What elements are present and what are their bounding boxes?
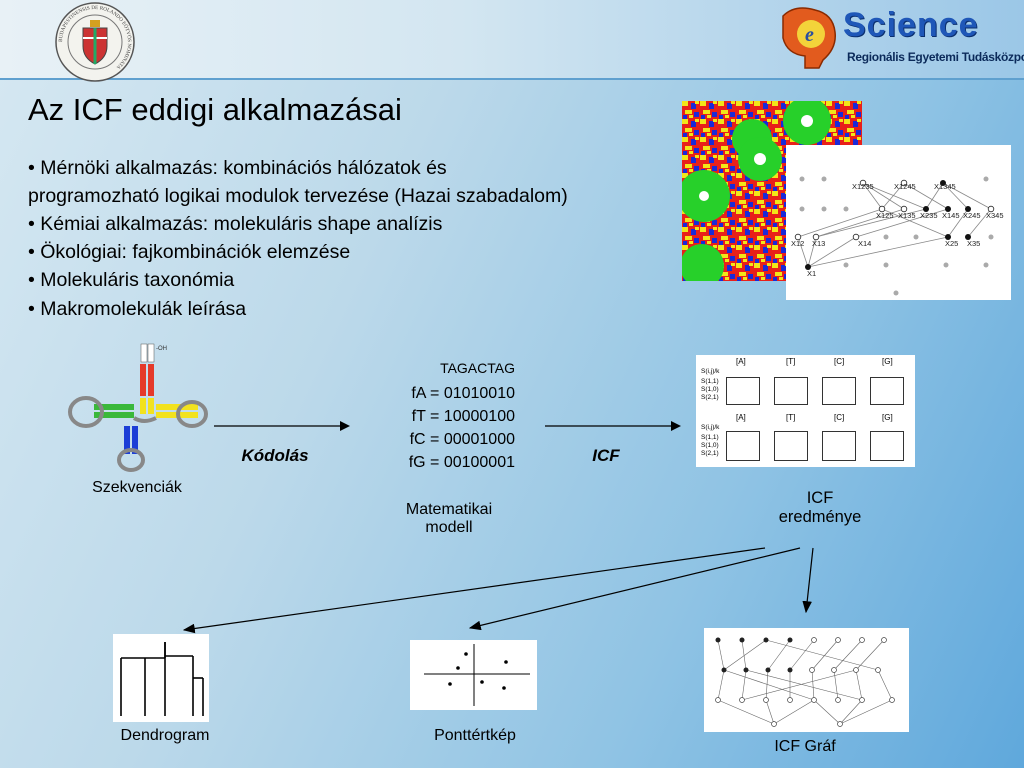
lattice-node-label: X13 [812,239,825,248]
arrow-to-scatter [468,547,801,631]
matrix-header: [A] [736,413,746,422]
sequences-label: Szekvenciák [92,479,182,496]
output-arrows [182,547,814,634]
icf-arrow-label: ICF [592,446,620,465]
matrix-cell [726,431,760,461]
matrix-header: [C] [834,413,845,422]
matrix-header: [G] [882,413,893,422]
bullet-line: • Mérnöki alkalmazás: kombinációs hálóza… [28,157,447,179]
code-line: fT = 10000100 [411,408,515,425]
code-line: fA = 01010010 [411,385,515,402]
matrix-cell [774,377,808,405]
scatter-plot-image [410,640,537,710]
matrix-cell [822,377,856,405]
slide-title: Az ICF eddigi alkalmazásai [28,92,402,127]
university-seal-icon: BUDAPESTINENSIS DE ROLANDO EÖTVÖS NOMINA… [55,2,135,82]
logo-prefix: e [805,24,814,46]
math-model-label: Matematikai modell [380,501,518,537]
encoding-label: Kódolás [241,446,309,465]
code-line: fG = 00100001 [408,454,515,471]
matrix-row-label: S(1,1) [701,434,719,441]
matrix-cell [726,377,760,405]
lattice-diagram: X1235 X1245 X1345 X125 X135 X235 X145 X2… [786,145,1011,300]
logo-word: Science [843,6,979,44]
dendrogram-image [113,634,209,722]
matrix-row-label: S(2,1) [701,394,719,401]
matrix-block-bottom: [A] [T] [C] [G] S(i,j)/k S(1,1) S(1,0) S… [696,411,915,467]
matrix-block-top: [A] [T] [C] [G] S(i,j)/k S(1,1) S(1,0) S… [696,355,915,411]
icf-result-line: ICF [806,489,834,507]
matrix-header: [T] [786,413,796,422]
lattice-node-label: X14 [858,239,871,248]
matrix-row-label: S(1,1) [701,378,719,385]
matrix-header: [C] [834,357,845,366]
lattice-node-label: X1 [807,269,816,278]
lattice-node-label: X235 [920,211,938,220]
bullet-list: • Mérnöki alkalmazás: kombinációs hálóza… [28,154,678,323]
lattice-node-label: X125 [876,211,894,220]
matrix-cell [870,431,904,461]
matrix-cell [822,431,856,461]
bullet-line: • Kémiai alkalmazás: molekuláris shape a… [28,213,443,235]
lattice-node-label: X1345 [934,182,956,191]
matrix-header: [A] [736,357,746,366]
bullet-line: • Makromolekulák leírása [28,298,247,320]
dendrogram-label: Dendrogram [120,727,210,744]
matrix-row-label: S(1,0) [701,442,719,449]
icf-result-matrix: [A] [T] [C] [G] S(i,j)/k S(1,1) S(1,0) S… [696,355,915,467]
matrix-row-label: S(1,0) [701,386,719,393]
lattice-node-label: X1235 [852,182,874,191]
lattice-node-label: X145 [942,211,960,220]
arrow-right-icon [214,421,350,431]
logo-head-icon: e [782,7,836,69]
matrix-cell [774,431,808,461]
logo-subtitle: Regionális Egyetemi Tudásközpont [847,50,1024,64]
bullet-line: • Ökológiai: fajkombinációk elemzése [28,241,351,263]
trna-oh-label: -OH [156,346,167,352]
scatter-label: Ponttértkép [434,727,516,744]
bullet-line: • Molekuláris taxonómia [28,269,235,291]
matrix-header: [G] [882,357,893,366]
icf-graph-label: ICF Gráf [774,738,836,755]
trna-structure-icon: -OH [68,343,208,472]
code-block: fA = 01010010 fT = 10000100 fC = 0000100… [370,382,515,474]
arrow-to-dendrogram [182,547,766,634]
math-model-line: modell [425,519,473,536]
lattice-node-label: X245 [963,211,981,220]
lattice-node-label: X35 [967,239,980,248]
bullet-line: programozható logikai modulok tervezése … [28,185,568,207]
code-line: fC = 00001000 [409,431,515,448]
escience-logo: e Science Regionális Egyetemi Tudásközpo… [775,4,1024,72]
lattice-node-label: X135 [898,211,916,220]
math-model-line: Matematikai [405,501,493,518]
tagactag-label: TAGACTAG [440,360,515,376]
matrix-header: [T] [786,357,796,366]
arrow-to-graph [802,547,814,614]
header-band [0,0,1024,80]
icf-result-label: ICF eredménye [755,489,885,527]
lattice-node-label: X345 [986,211,1004,220]
matrix-cell [870,377,904,405]
icf-graph-image [704,628,909,732]
icf-result-line: eredménye [778,508,862,526]
matrix-row-header: S(i,j)/k [701,368,720,375]
matrix-row-header: S(i,j)/k [701,424,720,431]
lattice-node-label: X12 [791,239,804,248]
arrow-right-icon [545,421,681,431]
lattice-node-label: X1245 [894,182,916,191]
lattice-node-label: X25 [945,239,958,248]
matrix-row-label: S(2,1) [701,450,719,457]
